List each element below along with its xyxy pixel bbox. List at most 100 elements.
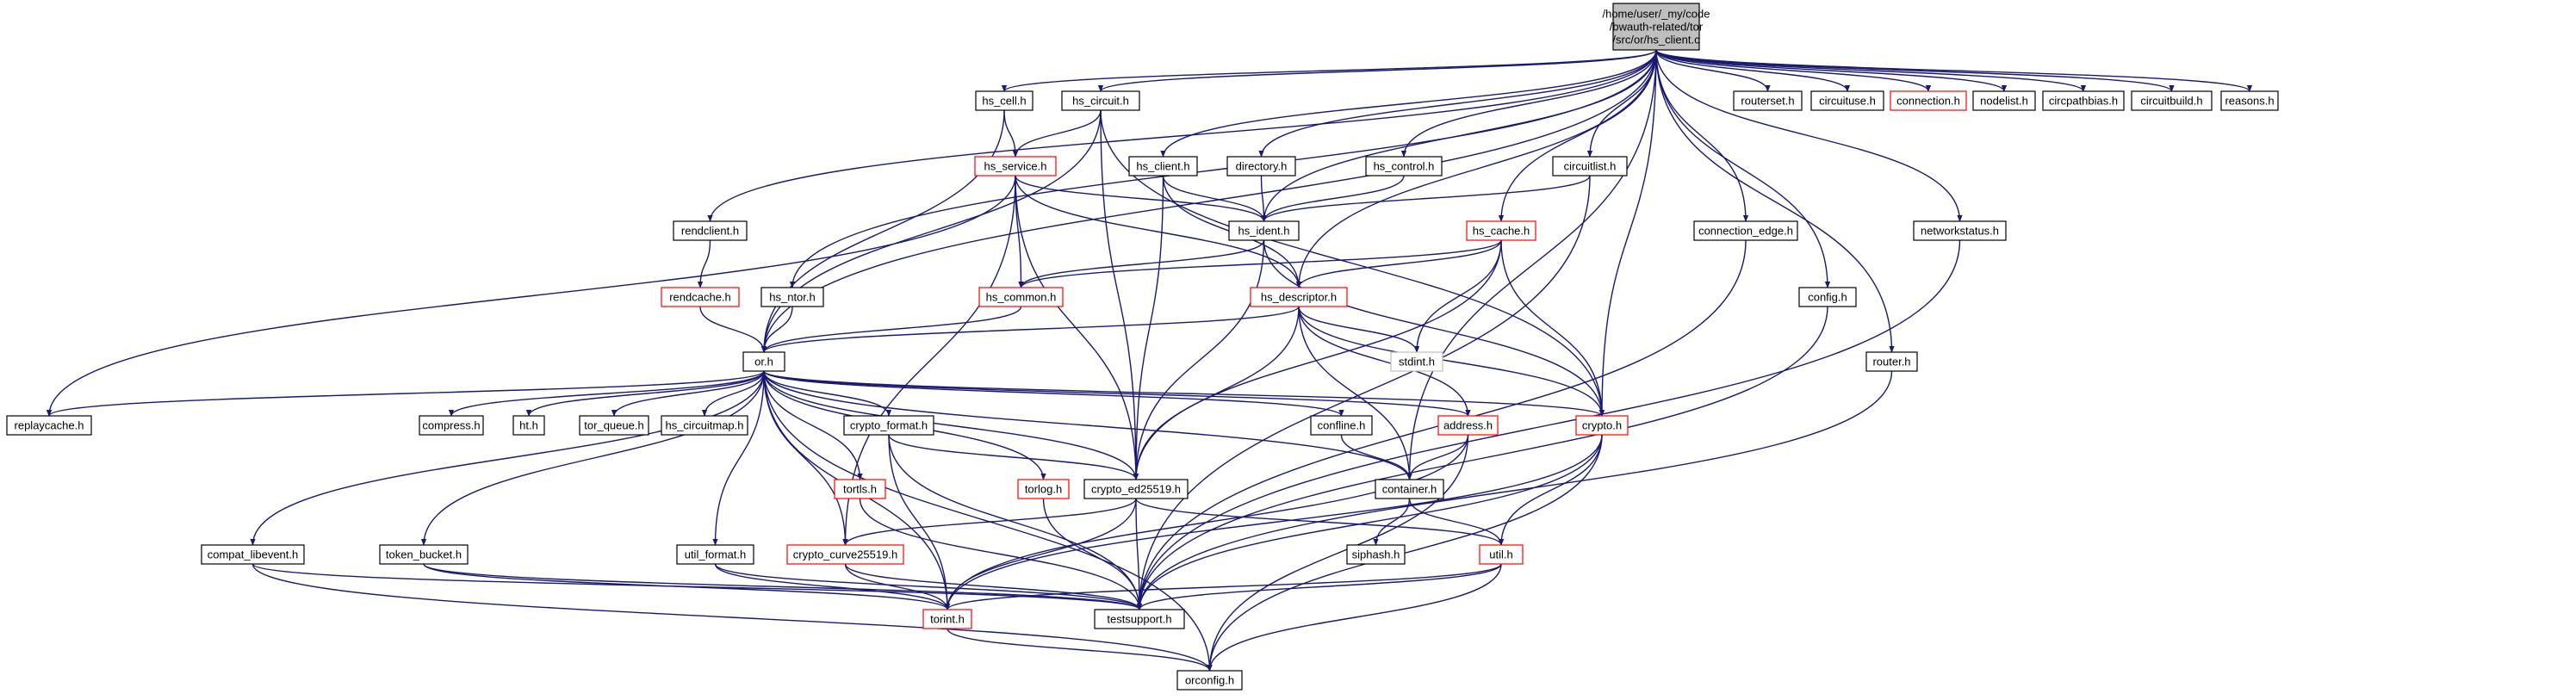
edge-or-h-to-crypto-h [763,370,1605,417]
edge-root-to-nodelist-h [1655,49,2008,92]
node-util-h[interactable]: util.h [1479,544,1524,565]
edge-util-format-h-to-torint-h [714,563,951,610]
node-label: hs_client.h [1136,160,1189,173]
edge-or-h-to-crypto-format-h [763,370,892,417]
edge-hs-descriptor-h-to-or-h [760,306,1300,353]
node-hs-service-h[interactable]: hs_service.h [974,156,1057,177]
node-label: networkstatus.h [1921,225,1999,238]
node-hs-cell-h[interactable]: hs_cell.h [975,90,1034,111]
edge-confline-h-to-container-h [1340,434,1412,480]
edge-hs-cache-h-to-hs-descriptor-h [1295,239,1502,288]
node-rendclient-h[interactable]: rendclient.h [673,220,748,241]
edge-root-to-rendclient-h [707,49,1657,222]
node-hs-circuit-h[interactable]: hs_circuit.h [1061,90,1140,111]
node-replaycache-h[interactable]: replaycache.h [6,415,92,436]
edge-address-h-to-container-h [1406,434,1469,480]
edge-hs-ident-h-to-crypto-ed25519-h [1133,239,1265,480]
edge-root-to-routerset-h [1655,49,1771,92]
file-nodes: /home/user/_my/code/bwauth-related/tor/s… [6,3,2279,691]
edge-crypto-ed25519-h-to-util-h [1135,498,1505,546]
node-circuituse-h[interactable]: circuituse.h [1810,90,1884,111]
node-confline-h[interactable]: confline.h [1310,415,1373,436]
node-label: testsupport.h [1107,613,1171,626]
edge-hs-service-h-to-hs-descriptor-h [1015,175,1302,288]
node-router-h[interactable]: router.h [1865,351,1918,372]
node-label: routerset.h [1741,95,1794,108]
node-hs-control-h[interactable]: hs_control.h [1365,156,1443,177]
node-label: crypto_ed25519.h [1091,483,1181,496]
node-label: circuituse.h [1819,95,1876,108]
node-siphash-h[interactable]: siphash.h [1346,544,1406,565]
edge-hs-ident-h-to-hs-common-h [1018,239,1265,288]
node-compress-h[interactable]: compress.h [419,415,484,436]
edge-crypto-h-to-torint-h [944,434,1603,610]
node-circuitlist-h[interactable]: circuitlist.h [1552,156,1628,177]
edge-container-h-to-siphash-h [1373,498,1411,546]
node-util-format-h[interactable]: util_format.h [676,544,754,565]
edge-root-to-container-h [1406,49,1657,480]
node-label: address.h [1443,419,1493,432]
node-label: directory.h [1236,160,1288,173]
node-label: tor_queue.h [584,419,643,432]
node-label: hs_circuit.h [1072,95,1129,108]
node-hs-descriptor-h[interactable]: hs_descriptor.h [1250,287,1348,307]
edge-or-h-to-crypto-curve25519-h [763,370,848,546]
node-circpathbias-h[interactable]: circpathbias.h [2042,90,2125,111]
node-rendcache-h[interactable]: rendcache.h [661,287,740,307]
edge-hs-descriptor-h-to-crypto-ed25519-h [1133,306,1300,480]
node-container-h[interactable]: container.h [1375,479,1444,499]
node-connection-h[interactable]: connection.h [1890,90,1967,111]
dependency-edges [46,49,2253,672]
node-networkstatus-h[interactable]: networkstatus.h [1913,220,2007,241]
node-hs-common-h[interactable]: hs_common.h [978,287,1064,307]
node-label: hs_ident.h [1238,225,1290,238]
edge-hs-service-h-to-replaycache-h [46,175,1016,417]
edge-or-h-to-token-bucket-h [420,370,765,546]
node-crypto-curve25519-h[interactable]: crypto_curve25519.h [786,544,904,565]
node-testsupport-h[interactable]: testsupport.h [1094,609,1185,629]
node-torint-h[interactable]: torint.h [922,609,972,629]
node-routerset-h[interactable]: routerset.h [1733,90,1803,111]
node-hs-ident-h[interactable]: hs_ident.h [1228,220,1300,241]
node-hs-cache-h[interactable]: hs_cache.h [1466,220,1536,241]
edge-hs-service-h-to-hs-ident-h [1015,175,1267,222]
node-hs-circuitmap-h[interactable]: hs_circuitmap.h [661,415,748,436]
node-label: /home/user/_my/code [1602,8,1710,21]
edge-hs-client-h-to-crypto-ed25519-h [1133,175,1164,480]
edge-root-to-circuitbuild-h [1655,49,2175,92]
node-compat-libevent-h[interactable]: compat_libevent.h [201,544,305,565]
node-crypto-h[interactable]: crypto.h [1575,415,1629,436]
node-label: config.h [1808,291,1847,304]
node-label: /bwauth-related/tor [1610,21,1704,34]
node-crypto-format-h[interactable]: crypto_format.h [843,415,934,436]
node-crypto-ed25519-h[interactable]: crypto_ed25519.h [1083,479,1189,499]
node-root[interactable]: /home/user/_my/code/bwauth-related/tor/s… [1602,3,1710,51]
node-reasons-h[interactable]: reasons.h [2220,90,2279,111]
node-hs-ntor-h[interactable]: hs_ntor.h [760,287,824,307]
node-nodelist-h[interactable]: nodelist.h [1972,90,2036,111]
node-label: reasons.h [2225,95,2274,108]
edge-circuitlist-h-to-testsupport-h [1136,175,1591,610]
edge-root-to-router-h [1655,49,1895,353]
node-hs-client-h[interactable]: hs_client.h [1128,156,1198,177]
node-connection-edge-h[interactable]: connection_edge.h [1693,220,1798,241]
node-directory-h[interactable]: directory.h [1226,156,1296,177]
edge-router-h-to-testsupport-h [1136,370,1893,610]
node-config-h[interactable]: config.h [1798,287,1857,307]
node-torlog-h[interactable]: torlog.h [1017,479,1070,499]
node-label: hs_cache.h [1473,225,1530,238]
node-orconfig-h[interactable]: orconfig.h [1176,670,1243,691]
node-ht-h[interactable]: ht.h [512,415,545,436]
edge-torint-h-to-orconfig-h [947,628,1213,672]
node-tor-queue-h[interactable]: tor_queue.h [579,415,649,436]
edge-crypto-format-h-to-testsupport-h [888,434,1143,610]
edge-crypto-ed25519-h-to-crypto-curve25519-h [842,498,1137,546]
node-tortls-h[interactable]: tortls.h [834,479,886,499]
node-circuitbuild-h[interactable]: circuitbuild.h [2131,90,2213,111]
edge-crypto-curve25519-h-to-testsupport-h [844,563,1143,610]
node-token-bucket-h[interactable]: token_bucket.h [379,544,469,565]
node-or-h[interactable]: or.h [742,351,785,372]
node-address-h[interactable]: address.h [1437,415,1499,436]
edge-root-to-crypto-h [1598,49,1657,417]
